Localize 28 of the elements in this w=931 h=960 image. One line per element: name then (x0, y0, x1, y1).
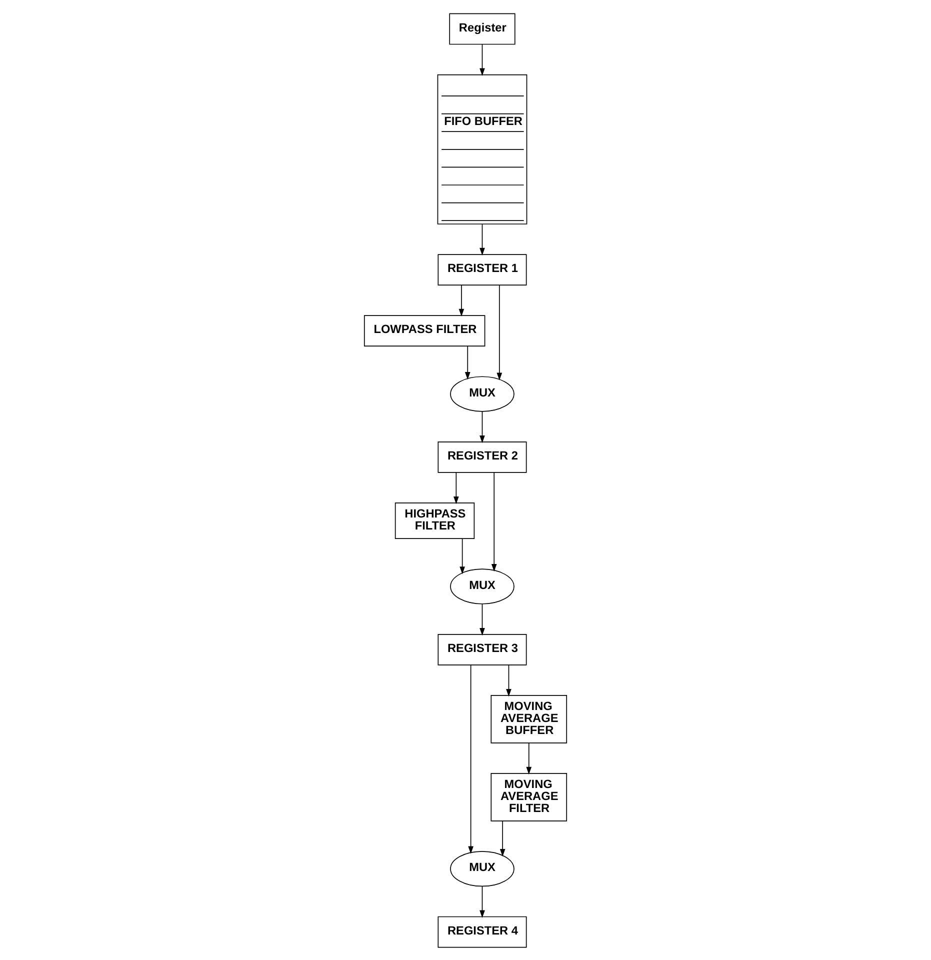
arrow (526, 742, 532, 774)
node-box: REGISTER 4 (438, 916, 527, 948)
arrow (464, 345, 470, 380)
arrow (480, 603, 485, 636)
node-box: LOWPASS FILTER (364, 314, 486, 346)
arrow (480, 223, 485, 255)
arrow (491, 472, 497, 572)
node-box: Register (449, 12, 516, 44)
node-box: REGISTER 1 (438, 254, 527, 285)
node-box: REGISTER 3 (438, 633, 527, 665)
node-box: FIFO BUFFER (437, 74, 528, 224)
node-ellipse: MUX (450, 850, 514, 886)
node-ellipse: MUX (450, 568, 514, 604)
node-box: MOVING AVERAGE BUFFER (490, 694, 568, 743)
arrow (496, 284, 502, 380)
node-box: MOVING AVERAGE FILTER (490, 772, 568, 821)
arrow (480, 44, 485, 76)
arrow (468, 664, 474, 854)
node-box: REGISTER 2 (438, 441, 527, 472)
arrow (506, 664, 512, 696)
arrow (480, 886, 485, 918)
arrow (480, 410, 485, 443)
arrow (460, 538, 465, 574)
arrow (458, 284, 464, 316)
node-ellipse: MUX (450, 376, 514, 412)
node-box: HIGHPASS FILTER (394, 502, 475, 538)
arrow (500, 820, 506, 856)
arrow (454, 472, 459, 504)
